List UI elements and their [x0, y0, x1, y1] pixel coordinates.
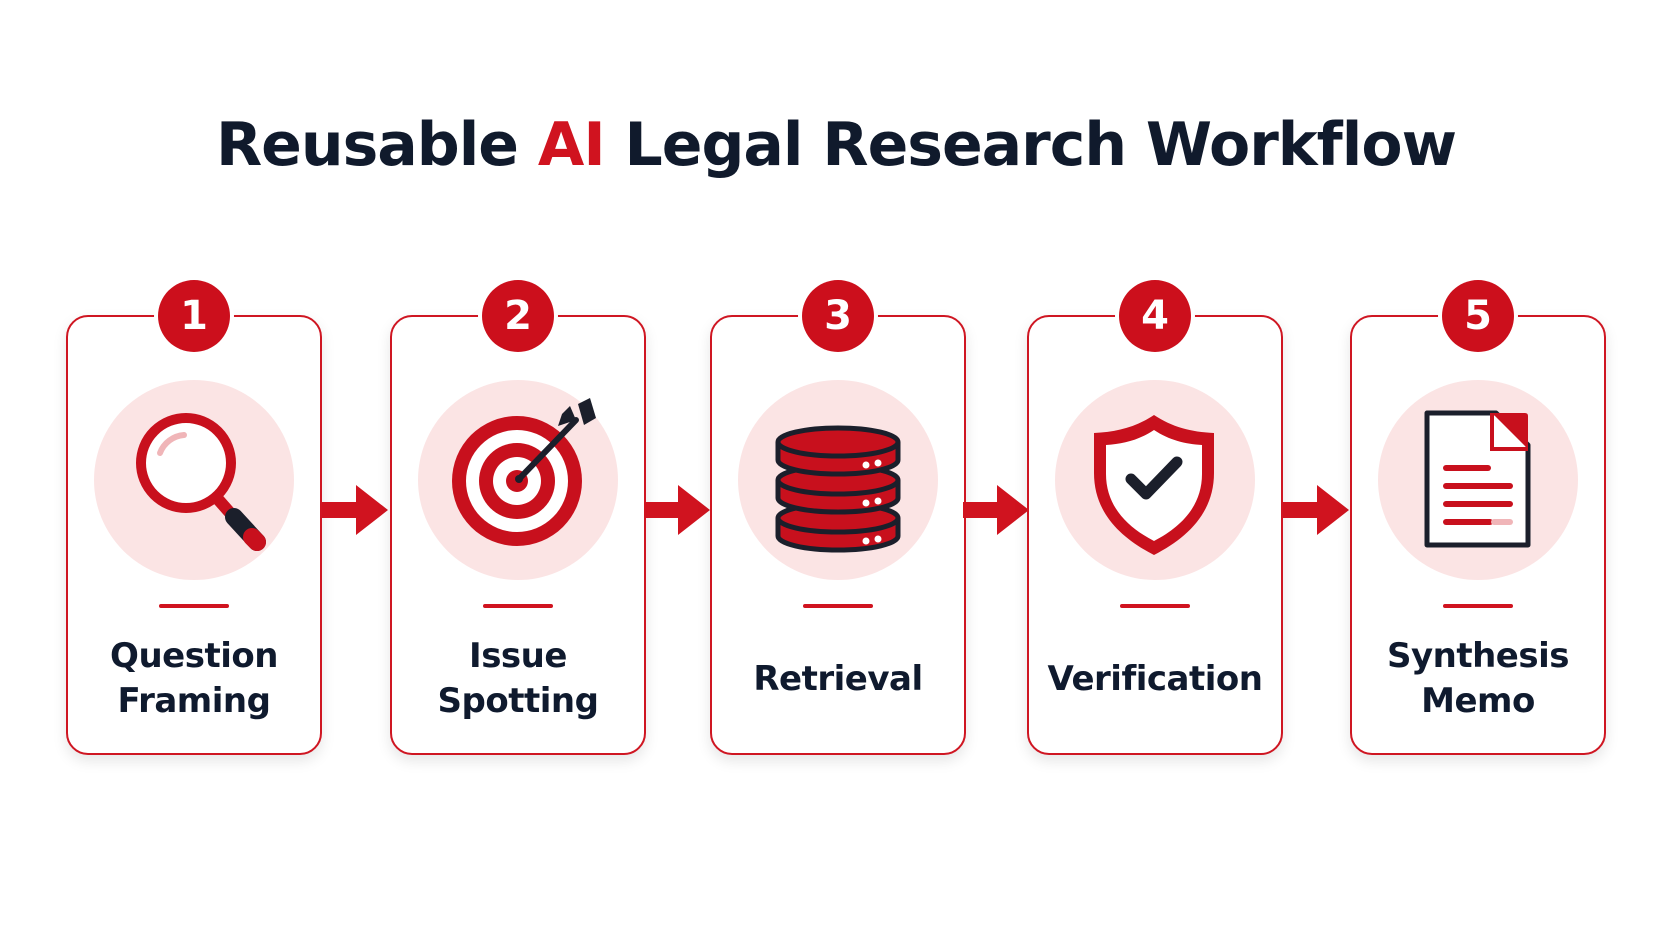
title-accent: AI [537, 110, 606, 180]
step-label: Retrieval [753, 658, 923, 699]
step-card-question-framing: 1 Question Framing [66, 280, 322, 755]
page-title: Reusable AI Legal Research Workflow [0, 105, 1672, 185]
database-icon [775, 425, 901, 553]
icon-circle [418, 380, 618, 580]
step-divider [483, 604, 553, 608]
step-card-synthesis-memo: 5 Synthesis Memo [1350, 280, 1606, 755]
step-number-badge: 5 [1442, 280, 1514, 352]
title-suffix: Legal Research Workflow [604, 110, 1457, 180]
title-prefix: Reusable [215, 110, 538, 180]
step-label: Question Framing [110, 636, 278, 721]
step-card-issue-spotting: 2 Issue Spotting [390, 280, 646, 755]
step-label: Issue Spotting [437, 636, 599, 721]
step-card-retrieval: 3 Retrieval [710, 280, 966, 755]
target-icon [452, 398, 596, 546]
step-number-badge: 3 [802, 280, 874, 352]
step-divider [1120, 604, 1190, 608]
step-divider [1443, 604, 1513, 608]
step-label: Verification [1047, 658, 1263, 699]
magnifying-glass-icon [136, 413, 266, 551]
step-number-badge: 2 [482, 280, 554, 352]
arrow-right-icon [963, 485, 1029, 535]
step-number-badge: 4 [1119, 280, 1191, 352]
flow-arrow-4 [1283, 483, 1349, 537]
flow-arrow-2 [644, 483, 710, 537]
arrow-right-icon [644, 485, 710, 535]
step-label: Synthesis Memo [1386, 636, 1570, 721]
document-icon [1424, 410, 1531, 548]
step-number-badge: 1 [158, 280, 230, 352]
arrow-right-icon [1283, 485, 1349, 535]
flow-arrow-1 [322, 483, 388, 537]
icon-circle [738, 380, 938, 580]
shield-check-icon [1094, 415, 1214, 555]
icon-circle [1378, 380, 1578, 580]
icon-circle [1055, 380, 1255, 580]
arrow-right-icon [322, 485, 388, 535]
step-divider [803, 604, 873, 608]
step-card-verification: 4 Verification [1027, 280, 1283, 755]
icon-circle [94, 380, 294, 580]
step-divider [159, 604, 229, 608]
flow-arrow-3 [963, 483, 1029, 537]
